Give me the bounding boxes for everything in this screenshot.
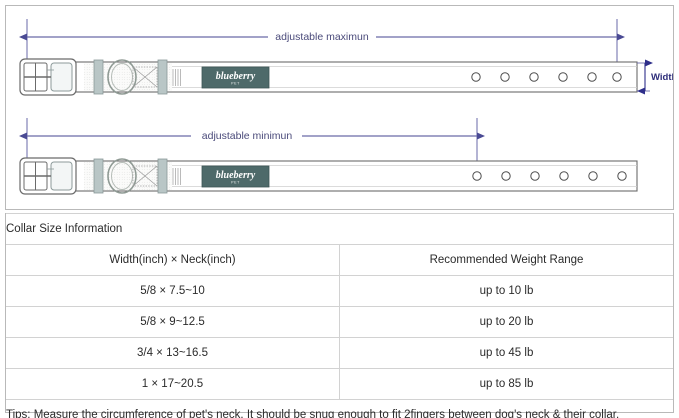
bottom-d-ring-inner (111, 162, 133, 190)
bottom-logo-word: blueberry (216, 170, 256, 181)
bottom-keeper-loop-2 (157, 158, 168, 194)
header-size: Width(inch) × Neck(inch) (6, 244, 340, 276)
cell-size: 5/8 × 9~12.5 (6, 306, 340, 338)
top-buckle-icon (19, 58, 77, 96)
bottom-logo-sub: PET (231, 181, 240, 185)
header-weight: Recommended Weight Range (339, 244, 673, 276)
table-title: Collar Size Information (6, 213, 673, 245)
table-row: 5/8 × 9~12.5 up to 20 lb (6, 306, 673, 338)
top-keeper-loop-1 (93, 59, 104, 95)
bottom-x-stitch-box (132, 165, 158, 187)
table-row: 3/4 × 13~16.5 up to 45 lb (6, 337, 673, 369)
collar-diagram-svg: adjustable maximun (19, 19, 673, 195)
top-d-ring-icon (107, 59, 137, 95)
collar-diagram-panel: adjustable maximun (5, 5, 674, 210)
bottom-collar-holes (472, 171, 627, 181)
bottom-buckle-icon (19, 157, 77, 195)
table-row: 5/8 × 7.5~10 up to 10 lb (6, 275, 673, 307)
top-dimension-label: adjustable maximun (275, 31, 369, 43)
top-x-stitch-box (132, 66, 158, 88)
top-keeper-loop-2 (157, 59, 168, 95)
bottom-dimension-label: adjustable minimun (202, 130, 293, 142)
cell-weight: up to 10 lb (339, 275, 673, 307)
top-collar-group: adjustable maximun (19, 19, 673, 96)
width-label: Width (651, 72, 673, 83)
bottom-keeper-loop-1 (93, 158, 104, 194)
collar-size-table: Collar Size Information Width(inch) × Ne… (6, 213, 673, 418)
top-grip-hatch (172, 69, 181, 86)
table-row: 1 × 17~20.5 up to 85 lb (6, 368, 673, 400)
collar-size-table-panel: Collar Size Information Width(inch) × Ne… (5, 213, 674, 418)
top-collar-holes (471, 72, 622, 82)
cell-size: 3/4 × 13~16.5 (6, 337, 340, 369)
top-logo-patch: blueberry PET (201, 66, 270, 89)
top-d-ring-inner (111, 63, 133, 91)
tips-text: Tips: Measure the circumference of pet's… (6, 399, 673, 418)
bottom-logo-patch: blueberry PET (201, 165, 270, 188)
top-logo-sub: PET (231, 82, 240, 86)
bottom-collar-group: adjustable minimun (19, 118, 638, 195)
top-x-stitch-d2 (132, 66, 158, 88)
bottom-x-stitch-d2 (132, 165, 158, 187)
bottom-grip-hatch (172, 168, 181, 185)
top-logo-word: blueberry (216, 71, 256, 82)
cell-weight: up to 20 lb (339, 306, 673, 338)
table-header-row: Width(inch) × Neck(inch) Recommended Wei… (6, 244, 673, 276)
bottom-d-ring-icon (107, 158, 137, 194)
cell-weight: up to 85 lb (339, 368, 673, 400)
cell-weight: up to 45 lb (339, 337, 673, 369)
cell-size: 5/8 × 7.5~10 (6, 275, 340, 307)
table-title-row: Collar Size Information (6, 213, 673, 245)
cell-size: 1 × 17~20.5 (6, 368, 340, 400)
table-tips-row: Tips: Measure the circumference of pet's… (6, 399, 673, 418)
